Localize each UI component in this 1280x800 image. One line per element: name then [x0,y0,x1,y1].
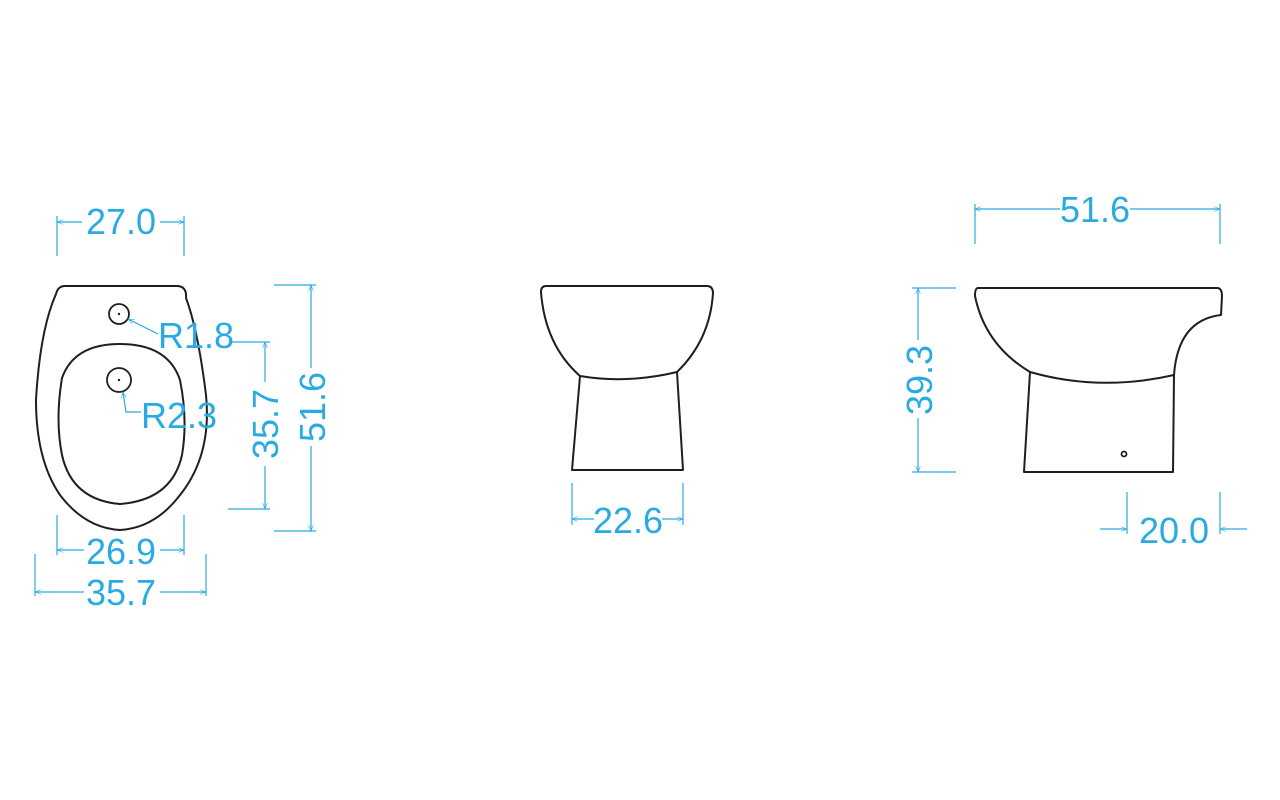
dim-side-rear-offset-label: 20.0 [1139,510,1209,551]
dim-overall-width-label: 35.7 [86,572,156,613]
leader-large-hole: R2.3 [121,391,217,436]
front-view-outline [540,285,714,471]
dim-overall-length: 51.6 [274,284,333,532]
dim-overall-length-label: 51.6 [292,372,333,442]
dim-top-width: 27.0 [56,201,185,256]
top-view: 27.0 R1.8 R2.3 35.7 51.6 [34,201,333,613]
side-view: 51.6 39.3 20.0 [899,189,1247,551]
dim-large-hole-label: R2.3 [141,395,217,436]
top-view-small-hole [108,303,130,325]
dim-front-base-width: 22.6 [571,483,684,541]
dim-bowl-width-label: 26.9 [86,531,156,572]
top-view-large-hole [106,367,132,393]
dim-side-rear-offset: 20.0 [1100,492,1247,551]
top-view-outer-outline [35,285,208,531]
top-view-bowl-outline [57,343,186,505]
dim-overall-width: 35.7 [34,554,207,613]
dim-top-width-label: 27.0 [86,201,156,242]
dim-bowl-length-label: 35.7 [245,389,286,459]
dim-side-height: 39.3 [899,287,956,473]
side-view-drain-hole [1120,450,1128,458]
dim-side-height-label: 39.3 [899,345,940,415]
front-view: 22.6 [540,285,714,541]
side-view-outline [974,287,1223,473]
dim-bowl-width: 26.9 [56,515,185,572]
leader-small-hole: R1.8 [127,315,234,356]
dim-side-depth: 51.6 [974,189,1221,244]
dim-small-hole-label: R1.8 [158,315,234,356]
dim-bowl-length: 35.7 [228,341,286,510]
dim-front-base-width-label: 22.6 [593,500,663,541]
dim-side-depth-label: 51.6 [1060,189,1130,230]
